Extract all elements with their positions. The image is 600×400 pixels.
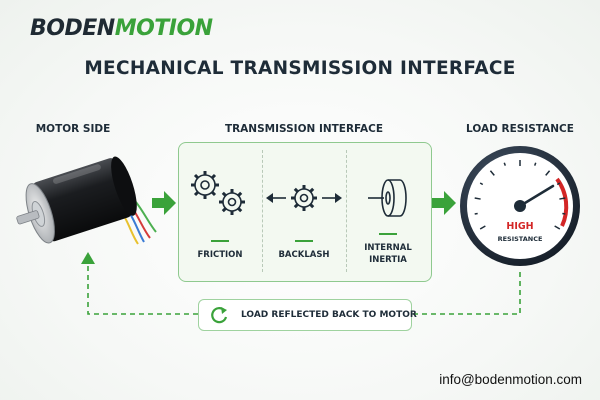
arrow-to-transmission-icon (152, 191, 176, 215)
load-resistance-label: LOAD RESISTANCE (466, 123, 574, 135)
friction-label: FRICTION (197, 250, 243, 260)
gauge-tick (554, 225, 561, 230)
gauge-tick (534, 162, 537, 166)
brand-logo-part2: MOTION (114, 15, 213, 41)
circular-arrow-icon (211, 307, 228, 324)
motor-side-label: MOTOR SIDE (35, 123, 111, 135)
gauge-tick (479, 182, 484, 186)
gauge-tick (489, 170, 495, 176)
panel-divider (346, 150, 347, 272)
feedback-line-left (87, 262, 198, 315)
transmission-panel (178, 142, 432, 282)
gauge-tick (559, 197, 566, 200)
feedback-arrowhead-icon (81, 252, 95, 264)
gauge-tick (479, 225, 486, 230)
friction-dash (211, 240, 229, 242)
gauge-high-text: HIGH (506, 221, 534, 232)
backlash-label: BACKLASH (278, 250, 330, 260)
backlash-dash (295, 240, 313, 242)
gauge-tick (474, 197, 481, 200)
gauge-resistance-text: RESISTANCE (497, 235, 543, 243)
gauge-tick (562, 212, 566, 215)
brand-logo-part1: BODEN (30, 15, 115, 41)
gauge-tick (545, 170, 551, 176)
feedback-line-right (412, 272, 521, 315)
gauge-tick (556, 182, 561, 186)
panel-divider (262, 150, 263, 272)
transmission-interface-label: TRANSMISSION INTERFACE (224, 123, 384, 135)
gears-icon (191, 171, 245, 215)
internal-label: INTERNAL (364, 243, 412, 253)
arrow-to-load-icon (432, 191, 456, 215)
page-title: MECHANICAL TRANSMISSION INTERFACE (84, 58, 516, 79)
flywheel-icon (368, 179, 407, 217)
backlash-gear-icon (266, 185, 342, 211)
gauge-tick (503, 162, 506, 166)
gauge-tick (474, 212, 478, 215)
feedback-box: LOAD REFLECTED BACK TO MOTOR (198, 299, 417, 331)
inertia-label: INERTIA (369, 255, 407, 265)
contact-email[interactable]: info@bodenmotion.com (439, 372, 582, 387)
inertia-dash (379, 233, 397, 235)
feedback-label: LOAD REFLECTED BACK TO MOTOR (241, 310, 417, 320)
